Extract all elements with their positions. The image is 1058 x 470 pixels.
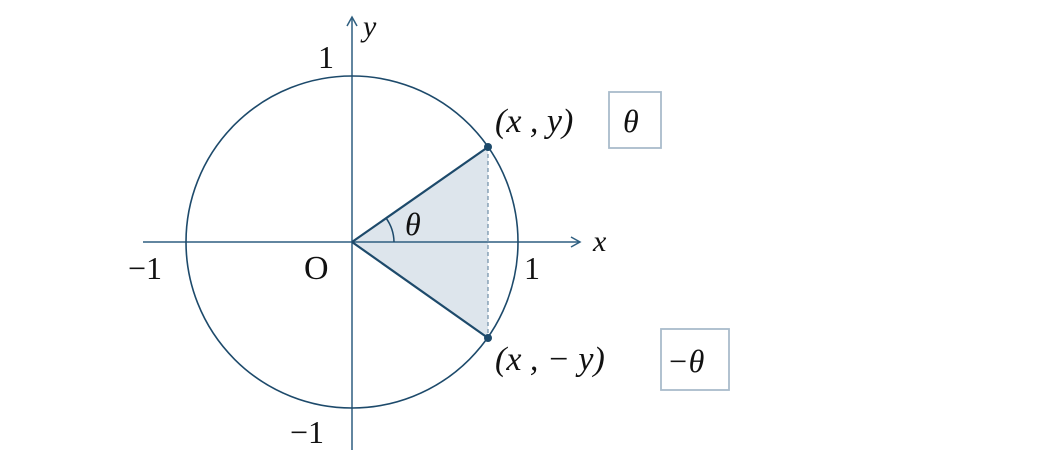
point-upper-label: (x , y) <box>495 103 573 140</box>
box-upper <box>608 91 662 149</box>
x-tick-1: 1 <box>524 250 540 286</box>
angle-arc <box>385 217 395 243</box>
x-axis-label: x <box>592 225 607 258</box>
radius-upper <box>351 146 489 243</box>
angle-label: θ <box>405 206 421 242</box>
y-tick-1: 1 <box>318 39 334 75</box>
x-tick-neg1: −1 <box>128 250 162 286</box>
unit-circle <box>185 75 519 409</box>
origin-label: O <box>304 250 329 287</box>
box-lower-label: −θ <box>667 343 704 379</box>
radius-lower <box>351 241 489 339</box>
box-lower <box>660 328 730 391</box>
y-axis-label: y <box>360 10 377 43</box>
point-upper <box>484 143 492 151</box>
point-lower <box>484 334 492 342</box>
point-lower-label: (x , − y) <box>495 341 605 378</box>
box-upper-label: θ <box>623 103 639 139</box>
y-tick-neg1: −1 <box>290 414 324 450</box>
